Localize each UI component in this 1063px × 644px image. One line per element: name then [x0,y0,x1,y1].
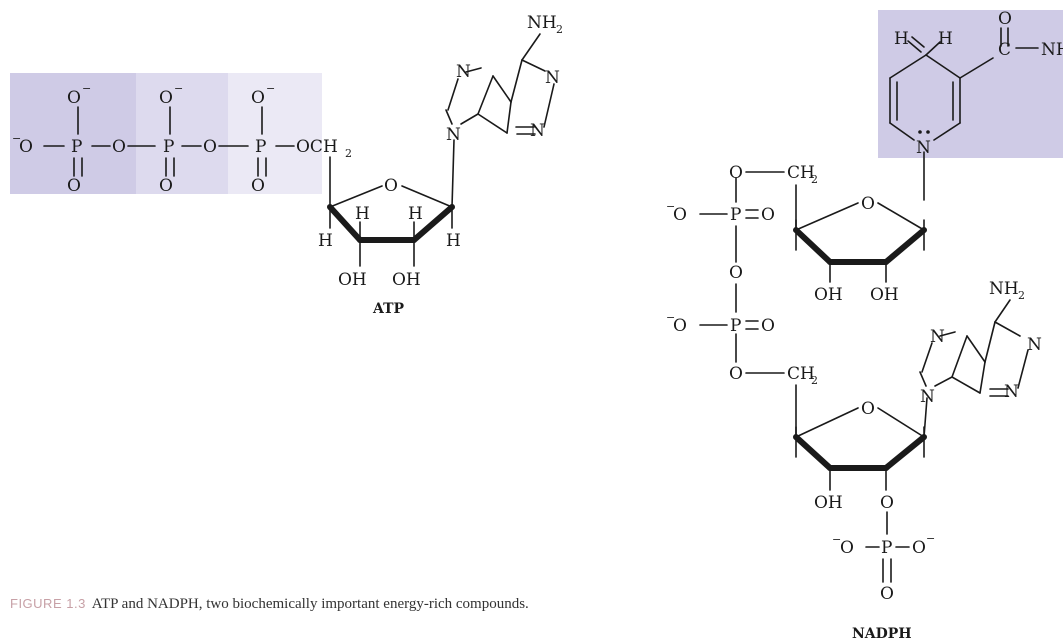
nadph-lower-hydroxyl: OH [814,493,843,513]
nadph-phosphate-1-charge: − [666,200,675,213]
atp-phosphate-highlight-1 [10,73,136,194]
atp-structure: − O P O − O O P O − O O P O − O OCH 2 [10,13,563,317]
nadph-upper-ch2: CH [787,163,815,183]
atp-alpha-oxygen-charge: − [266,82,275,95]
atp-beta-oxygen-up: O [159,88,173,108]
atp-terminal-oxygen: O [19,137,33,157]
nadph-phosphorus-1-oxo: O [761,205,775,225]
nadph-upper-ribose-oxygen: O [861,194,875,214]
nadph-2prime-phosphate: − O P O − O [832,511,935,604]
atp-ribose-h-c3: H [355,204,370,224]
atp-och2-subscript: 2 [345,147,352,160]
atp-adenine-n1: N [545,68,560,88]
atp-adenine-n9: N [446,125,461,145]
nadph-bridge-oxygen: O [729,263,743,283]
nadph-ring-nitrogen: N [916,138,931,158]
atp-beta-oxygen-charge: − [174,82,183,95]
atp-terminal-oxygen-charge: − [12,132,21,145]
nadph-phosphate-2-oxygen-minus: O [673,316,687,336]
atp-alpha-oxygen-down: O [251,176,265,196]
atp-ribose-hydroxyl-c2: OH [392,270,421,290]
nadph-upper-hydroxyl-2: OH [870,285,899,305]
atp-ribose-hydroxyl-c3: OH [338,270,367,290]
atp-ribose-h-c4: H [318,231,333,251]
figure-label: FIGURE 1.3 [10,596,86,611]
atp-ribose-ring: O H H H H OH OH [318,139,461,290]
nadph-ester-oxygen-upper: O [729,163,743,183]
nadph-amino-subscript: 2 [1018,289,1025,302]
nadph-adenine-n7: N [930,327,945,347]
nadph-phosphorus-2-oxo: O [761,316,775,336]
nadph-upper-ribose: O CH 2 OH OH [745,163,927,305]
atp-gamma-oxygen-up: O [67,88,81,108]
atp-ribose-h-c1: H [446,231,461,251]
atp-alpha-oxygen-up: O [251,88,265,108]
nadph-c4-hydrogen-b: H [938,29,953,49]
atp-triphosphate-bonds [43,106,295,177]
nadph-lone-pair-2 [926,130,930,134]
nadph-c4-hydrogen-a: H [894,29,909,49]
nadph-amide-carbon: C [998,40,1011,60]
atp-triphosphate-atoms: − O P O − O O P O − O O P O − O OCH 2 [12,82,352,196]
atp-bridge-oxygen-1: O [112,137,126,157]
nadph-phosphorus-2: P [730,316,741,336]
atp-adenine: N N N N NH 2 [445,13,563,145]
atp-phosphorus-alpha: P [255,137,266,157]
atp-beta-oxygen-down: O [159,176,173,196]
nadph-adenine-n1: N [1027,335,1042,355]
atp-ribose-h-c2: H [408,204,423,224]
nadph-lower-ch2: CH [787,364,815,384]
nadph-structure: H H N C O NH O CH 2 OH OH [666,9,1063,642]
atp-phosphorus-beta: P [163,137,174,157]
nadph-lower-ch2-subscript: 2 [811,374,818,387]
atp-gamma-oxygen-charge: − [82,82,91,95]
nadph-2prime-phosphate-left-charge: − [832,533,841,546]
atp-adenine-n3: N [530,121,545,141]
nadph-phosphorus-1: P [730,205,741,225]
atp-phosphorus-gamma: P [71,137,82,157]
nadph-ester-oxygen-lower: O [729,364,743,384]
figure-caption: FIGURE 1.3 ATP and NADPH, two biochemical… [10,594,530,614]
nadph-2prime-phosphorus: P [881,538,892,558]
nadph-2prime-oxygen: O [880,493,894,513]
atp-amino-group: NH [527,13,557,33]
nadph-nicotinamide-highlight [878,10,1063,158]
nadph-2prime-phosphate-left-oxygen: O [840,538,854,558]
nadph-2prime-phosphate-right-oxygen: O [912,538,926,558]
nadph-amino-group: NH [989,279,1019,299]
atp-ribose-ring-oxygen: O [384,176,398,196]
nadph-adenine-n9: N [920,387,935,407]
atp-amino-subscript: 2 [556,23,563,36]
nadph-name-label: NADPH [852,626,912,642]
nadph-upper-hydroxyl-1: OH [814,285,843,305]
nadph-phosphate-1-oxygen-minus: O [673,205,687,225]
nadph-adenine-n3: N [1004,382,1019,402]
nadph-amide-oxygen: O [998,9,1012,29]
nadph-2prime-phosphate-right-charge: − [926,532,935,545]
nadph-amide-nh2: NH [1041,40,1063,60]
atp-och2-group: OCH [296,137,338,157]
nadph-pyrophosphate: O − O P O O − O P O O CH 2 [666,163,818,387]
nadph-nicotinamide-ring: H H N C O NH [889,9,1063,201]
atp-name-label: ATP [372,301,405,317]
nadph-2prime-phosphate-oxo: O [880,584,894,604]
atp-phosphate-highlight-3 [228,73,322,194]
nadph-adenine: N N N N NH 2 [919,279,1042,407]
atp-bridge-oxygen-2: O [203,137,217,157]
nadph-lower-ribose-oxygen: O [861,399,875,419]
figure-caption-text: ATP and NADPH, two biochemically importa… [91,596,529,612]
nadph-lone-pair-1 [918,130,922,134]
atp-gamma-oxygen-down: O [67,176,81,196]
nadph-upper-ch2-subscript: 2 [811,173,818,186]
atp-phosphate-highlight-2 [136,73,228,194]
nadph-lower-ribose: O OH O [793,384,928,513]
nadph-phosphate-2-charge: − [666,311,675,324]
atp-adenine-n7: N [456,62,471,82]
